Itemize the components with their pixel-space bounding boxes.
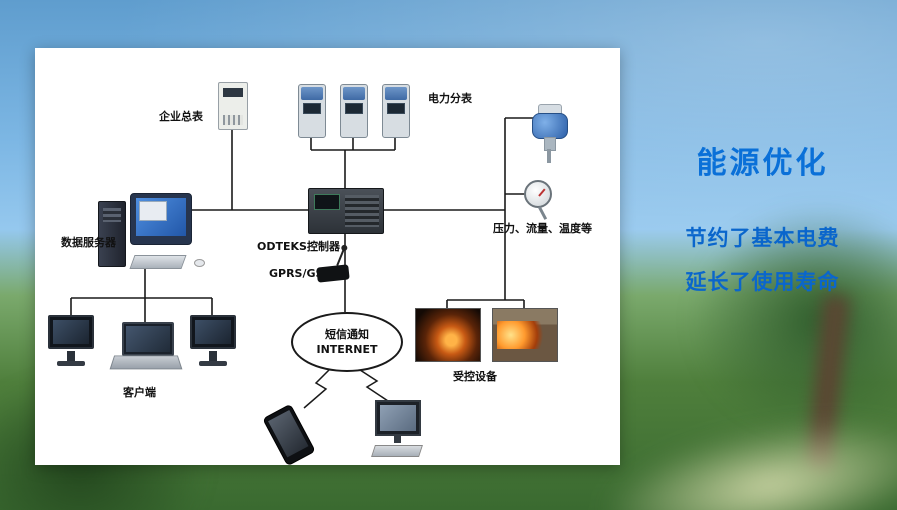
laptop-keyboard — [109, 355, 183, 370]
internet-cloud: 短信通知 INTERNET — [291, 312, 403, 372]
gauge-icon — [524, 180, 554, 222]
pressure-transmitter-icon — [528, 104, 572, 163]
computer-tower-icon — [98, 201, 126, 267]
caption-line-1: 节约了基本电费 — [685, 226, 840, 250]
server-workstation-icon — [98, 193, 208, 289]
furnace-photo — [415, 308, 481, 362]
tree-blur — [690, 205, 897, 435]
monitor-base — [57, 361, 85, 366]
lightning-bolt — [303, 367, 332, 409]
power-meter-icon — [298, 84, 326, 138]
lightning-bolt — [356, 367, 392, 404]
transmitter-probe — [547, 149, 551, 163]
cloud-label-line1: 短信通知 — [325, 327, 369, 341]
enterprise-meter-line — [190, 128, 308, 211]
monitor-screen — [136, 198, 186, 236]
client-monitor-icon — [48, 315, 94, 372]
monitor-stand — [394, 436, 401, 443]
monitor-base — [199, 361, 227, 366]
client-bus-line — [70, 266, 213, 322]
monitor-icon — [375, 400, 421, 436]
meter-bus-line — [310, 136, 396, 188]
client-monitor-icon — [190, 315, 236, 372]
gauge-dial — [524, 180, 552, 208]
monitor-screen — [48, 315, 94, 349]
power-meter-icon — [340, 84, 368, 138]
controller-icon — [308, 188, 384, 234]
caption-line-2: 延长了使用寿命 — [685, 270, 840, 294]
monitor-icon — [130, 193, 192, 245]
power-submeter-label: 电力分表 — [428, 92, 472, 105]
enterprise-meter-icon — [218, 82, 248, 130]
sensor-trunk-line — [382, 117, 534, 308]
headline: 能源优化 — [696, 146, 829, 181]
monitor-stand — [209, 351, 217, 361]
controlled-equipment-label: 受控设备 — [453, 370, 497, 383]
mouse-icon — [194, 259, 205, 267]
connection-lines — [70, 117, 534, 409]
data-server-label: 数据服务器 — [61, 236, 116, 249]
desktop-pc-icon — [367, 400, 427, 458]
monitor-stand — [67, 351, 75, 361]
monitor-screen — [190, 315, 236, 349]
kiln-photo — [492, 308, 558, 362]
controller-label: ODTEKS控制器 — [257, 240, 340, 253]
keyboard-icon — [371, 445, 423, 457]
client-laptop-icon — [109, 322, 183, 374]
slide-caption: 能源优化 节约了基本电费 延长了使用寿命 — [645, 138, 880, 296]
laptop-screen — [122, 322, 174, 356]
clients-label: 客户端 — [123, 386, 156, 399]
gauge-stem — [537, 206, 548, 220]
cloud-label-line2: INTERNET — [316, 342, 378, 356]
transmitter-head — [532, 113, 568, 139]
sensors-label: 压力、流量、温度等 — [493, 222, 592, 235]
enterprise-meter-label: 企业总表 — [159, 110, 203, 123]
diagram-panel: 企业总表 电力分表 压力、流量、温度等 ODTEKS控制器 GPRS/GSM — [35, 48, 620, 467]
power-meter-icon — [382, 84, 410, 138]
keyboard-icon — [129, 255, 187, 269]
